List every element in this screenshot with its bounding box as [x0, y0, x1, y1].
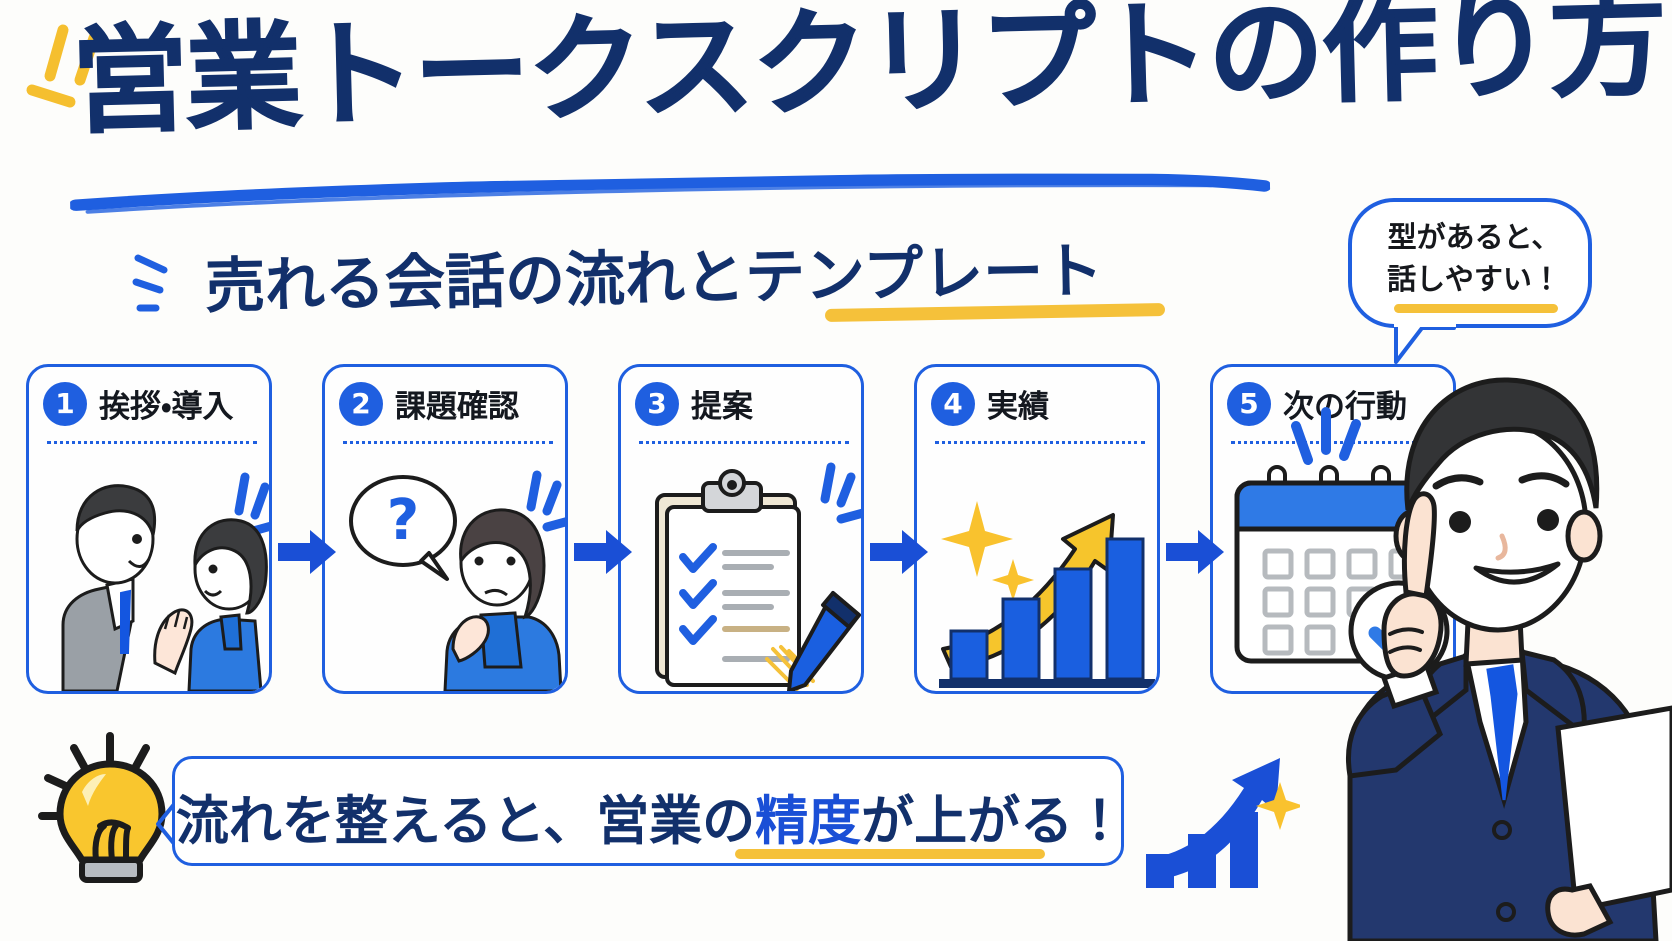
businessman-pointing-up	[1291, 377, 1672, 941]
thinking-person-question-icon: ?	[349, 470, 565, 691]
step-card-5-header: 5 次の行動	[1227, 381, 1407, 426]
step-card-divider	[343, 441, 553, 444]
step-number-badge: 2	[339, 381, 383, 426]
footer-text-accent: 精度	[755, 791, 862, 852]
svg-text:?: ?	[387, 488, 419, 553]
step-card-1[interactable]: 1 挨拶・導入	[26, 364, 272, 694]
step-number-badge: 1	[43, 381, 87, 426]
step-card-5-label: 次の行動	[1283, 389, 1407, 425]
step-card-list: 1 挨拶・導入	[26, 364, 1456, 700]
step-card-4[interactable]: 4 実績	[914, 364, 1160, 694]
step-card-divider	[935, 441, 1145, 444]
step-card-4-header: 4 実績	[931, 381, 1049, 426]
step-card-3-label: 提案	[691, 389, 753, 425]
callout-bubble-text: 型があると、 話しやすい！	[1387, 220, 1561, 297]
arrow-right-icon	[574, 530, 632, 574]
step-card-1-label: 挨拶・導入	[99, 389, 234, 425]
footer-text-part-2: が上がる！	[861, 791, 1127, 852]
title-sparkle-icon	[26, 24, 100, 108]
step-card-divider	[1231, 441, 1441, 444]
step-number-badge: 4	[931, 381, 975, 426]
step-card-4-label: 実績	[987, 389, 1049, 425]
callout-highlight-underline	[1394, 304, 1558, 313]
two-people-greeting-icon	[61, 472, 269, 691]
callout-bubble: 型があると、 話しやすい！	[1348, 198, 1592, 328]
subtitle-sparkle-icon	[132, 254, 168, 312]
lightbulb-icon	[38, 732, 166, 883]
page-title: 営業トークスクリプトの作り方	[70, 0, 1667, 151]
step-card-3-header: 3 提案	[635, 381, 753, 426]
step-card-divider	[639, 441, 849, 444]
step-card-2[interactable]: 2 課題確認 ?	[322, 364, 568, 694]
footer-highlight-underline	[735, 849, 1045, 859]
step-card-2-header: 2 課題確認	[339, 381, 519, 426]
footer-banner: 流れを整えると、営業の精度が上がる！	[172, 756, 1127, 866]
step-number-badge: 3	[635, 381, 679, 426]
arrow-right-icon	[1166, 530, 1224, 574]
clipboard-checklist-pen-icon	[655, 462, 861, 691]
step-card-1-header: 1 挨拶・導入	[43, 381, 234, 426]
step-card-2-label: 課題確認	[395, 389, 519, 425]
step-card-3[interactable]: 3 提案	[618, 364, 864, 694]
growth-bar-chart-arrow-icon	[939, 501, 1155, 688]
callout-bubble-tail	[1394, 322, 1456, 364]
subtitle-block: 売れる会話の流れとテンプレート	[204, 236, 1215, 328]
step-card-divider	[47, 441, 257, 444]
arrow-right-icon	[278, 530, 336, 574]
title-block: 営業トークスクリプトの作り方	[70, 0, 1667, 192]
arrow-right-icon	[870, 530, 928, 574]
footer-text-part-1: 流れを整えると、営業の	[175, 791, 756, 852]
title-underline-stroke	[69, 173, 1271, 214]
footer-banner-text: 流れを整えると、営業の精度が上がる！	[175, 779, 1127, 855]
growth-chart-icon	[1146, 758, 1300, 888]
step-number-badge: 5	[1227, 381, 1271, 426]
